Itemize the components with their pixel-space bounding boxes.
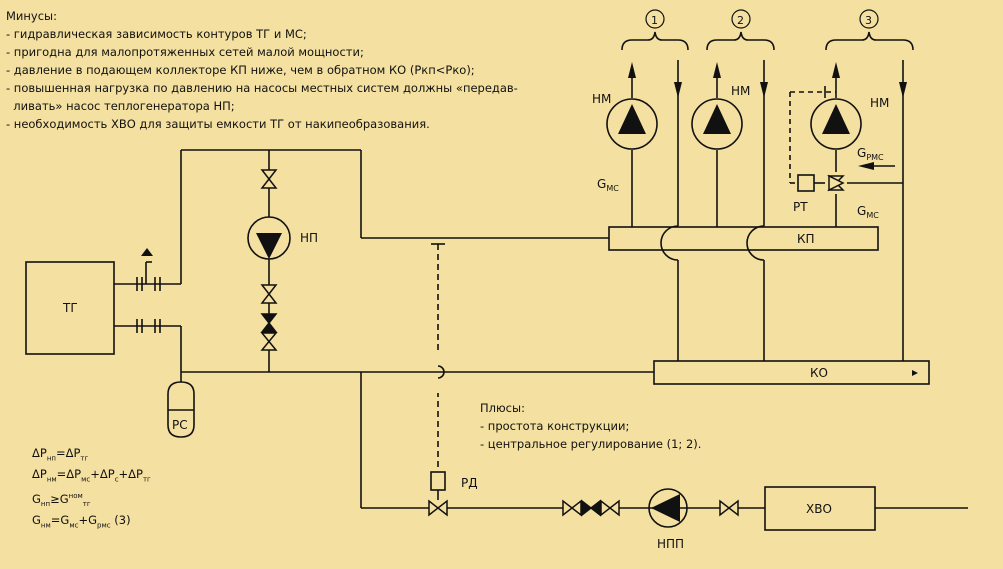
formulas-block: ΔPнп=ΔPтг ΔPнм=ΔPмс+ΔPс+ΔPтг Gнп≥Gномтг … (32, 445, 151, 533)
circle-num-2: 2 (737, 14, 744, 27)
formula-2: ΔPнм=ΔPмс+ΔPс+ΔPтг (32, 467, 151, 484)
tg-box (25, 261, 115, 355)
kp-collector (608, 226, 879, 251)
formula-1: ΔPнп=ΔPтг (32, 446, 89, 463)
formula-4: Gнм=Gмс+Gрмс (3) (32, 512, 131, 530)
pros-item: - простота конструкции; (480, 419, 630, 433)
circle-num-1: 1 (651, 14, 658, 27)
label-rs: РС (172, 418, 188, 432)
label-gms3: GМС (857, 204, 879, 220)
label-tg: ТГ (62, 301, 78, 315)
circle-num-3: 3 (865, 14, 872, 27)
label-nm1: НМ (592, 92, 611, 106)
pros-block: Плюсы: - простота конструкции; - централ… (480, 399, 701, 453)
label-rt: РТ (793, 200, 808, 214)
label-nm3: НМ (870, 96, 889, 110)
formula-3: Gнп≥Gномтг (32, 491, 91, 508)
label-gms1: GМС (597, 177, 619, 193)
label-hvo: ХВО (806, 502, 832, 516)
label-ko: КО (810, 366, 828, 380)
cons-title: Минусы: (6, 9, 57, 23)
label-grms: GРМС (857, 146, 884, 162)
label-npp: НПП (657, 537, 684, 551)
cons-item: - давление в подающем коллекторе КП ниже… (6, 63, 475, 77)
pros-title: Плюсы: (480, 401, 525, 415)
cons-item: - гидравлическая зависимость контуров ТГ… (6, 27, 307, 41)
cons-block: Минусы: - гидравлическая зависимость кон… (6, 7, 518, 133)
label-np: НП (300, 231, 318, 245)
label-kp: КП (797, 232, 815, 246)
ko-collector (653, 360, 930, 385)
cons-item: - пригодна для малопротяженных сетей мал… (6, 45, 364, 59)
pros-item: - центральное регулирование (1; 2). (480, 437, 702, 451)
cons-item: - повышенная нагрузка по давлению на нас… (6, 81, 518, 95)
label-nm2: НМ (731, 84, 750, 98)
cons-item: - необходимость ХВО для защиты емкости Т… (6, 117, 430, 131)
cons-item: ливать» насос теплогенератора НП; (6, 99, 235, 113)
label-rd: РД (461, 476, 478, 490)
hvo-box (764, 486, 876, 531)
